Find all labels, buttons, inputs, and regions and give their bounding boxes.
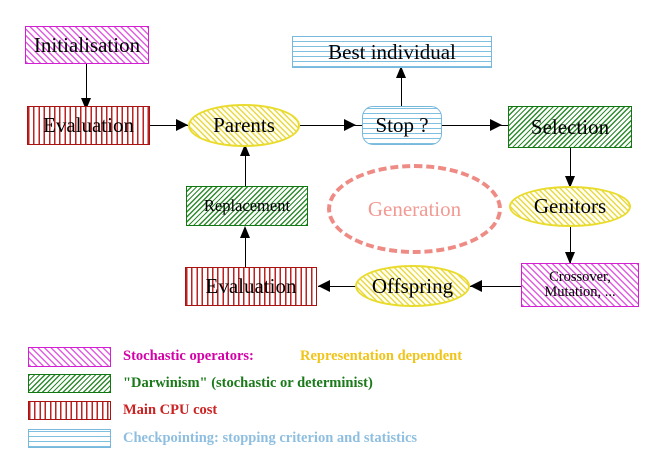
node-best-individual[interactable]: Best individual <box>292 36 492 68</box>
edge-parents-to-stop <box>299 125 364 127</box>
arrowhead-initialisation-to-evaluation <box>81 98 91 110</box>
node-evaluation-top-label: Evaluation <box>43 113 134 138</box>
arrowhead-evaluation-to-parents <box>176 119 188 131</box>
node-best-individual-label: Best individual <box>328 39 456 64</box>
edge-replacement-to-parents <box>245 146 247 186</box>
node-initialisation[interactable]: Initialisation <box>25 26 149 64</box>
node-selection-label: Selection <box>530 114 610 139</box>
node-initialisation-label: Initialisation <box>33 32 141 57</box>
legend-swatch-stochastic-operators <box>28 347 111 367</box>
arrowhead-stop-to-best-individual <box>396 66 406 78</box>
edge-evaluation-to-replacement <box>245 228 247 268</box>
arrowhead-crossover-to-offspring <box>470 280 482 292</box>
edge-initialisation-to-evaluation <box>86 64 88 106</box>
node-generation-label: Generation <box>367 196 462 221</box>
arrowhead-genitors-to-crossover <box>565 252 575 264</box>
node-offspring-label: Offspring <box>371 273 454 298</box>
node-genitors[interactable]: Genitors <box>509 186 631 227</box>
edge-genitors-to-crossover <box>570 226 572 264</box>
node-parents-label: Parents <box>213 113 275 138</box>
node-evaluation-bottom[interactable]: Evaluation <box>185 267 317 306</box>
node-replacement-label: Replacement <box>203 196 291 216</box>
legend-swatch-checkpointing <box>28 429 111 448</box>
legend-swatch-darwinism <box>28 374 111 393</box>
arrowhead-offspring-to-evaluation <box>318 280 330 292</box>
node-selection[interactable]: Selection <box>508 106 632 148</box>
legend-label-darwinism: "Darwinism" (stochastic or determinist) <box>123 375 373 391</box>
node-evaluation-top[interactable]: Evaluation <box>27 106 150 145</box>
arrowhead-stop-to-selection <box>490 119 502 131</box>
arrowhead-selection-to-genitors <box>565 176 575 188</box>
node-replacement[interactable]: Replacement <box>186 186 308 226</box>
node-evaluation-bottom-label: Evaluation <box>205 274 297 299</box>
node-generation: Generation <box>327 164 502 254</box>
node-crossover-mutation-label-line2: Mutation, ... <box>544 284 616 300</box>
node-offspring[interactable]: Offspring <box>355 265 470 307</box>
legend-label-representation-dependent: Representation dependent <box>300 348 463 364</box>
edge-offspring-to-evaluation <box>318 286 360 288</box>
legend-label-stochastic-operators: Stochastic operators: <box>123 348 254 364</box>
legend-label-main-cpu-cost: Main CPU cost <box>123 402 218 418</box>
node-parents[interactable]: Parents <box>188 104 300 147</box>
node-stop-label: Stop ? <box>375 113 429 138</box>
node-crossover-mutation[interactable]: Crossover, Mutation, ... <box>521 263 639 307</box>
arrowhead-replacement-to-parents <box>240 144 250 156</box>
edge-stop-to-best-individual <box>401 68 403 108</box>
edge-selection-to-genitors <box>570 148 572 188</box>
edge-stop-to-selection <box>441 125 511 127</box>
legend-label-checkpointing: Checkpointing: stopping criterion and st… <box>123 430 418 446</box>
edge-crossover-to-offspring <box>470 286 522 288</box>
arrowhead-parents-to-stop <box>344 119 356 131</box>
node-stop[interactable]: Stop ? <box>362 106 442 145</box>
node-genitors-label: Genitors <box>533 194 607 219</box>
legend-swatch-main-cpu-cost <box>28 401 111 420</box>
node-crossover-mutation-label-line1: Crossover, <box>549 268 611 285</box>
edge-evaluation-to-parents <box>150 125 194 127</box>
arrowhead-evaluation-to-replacement <box>240 226 250 238</box>
